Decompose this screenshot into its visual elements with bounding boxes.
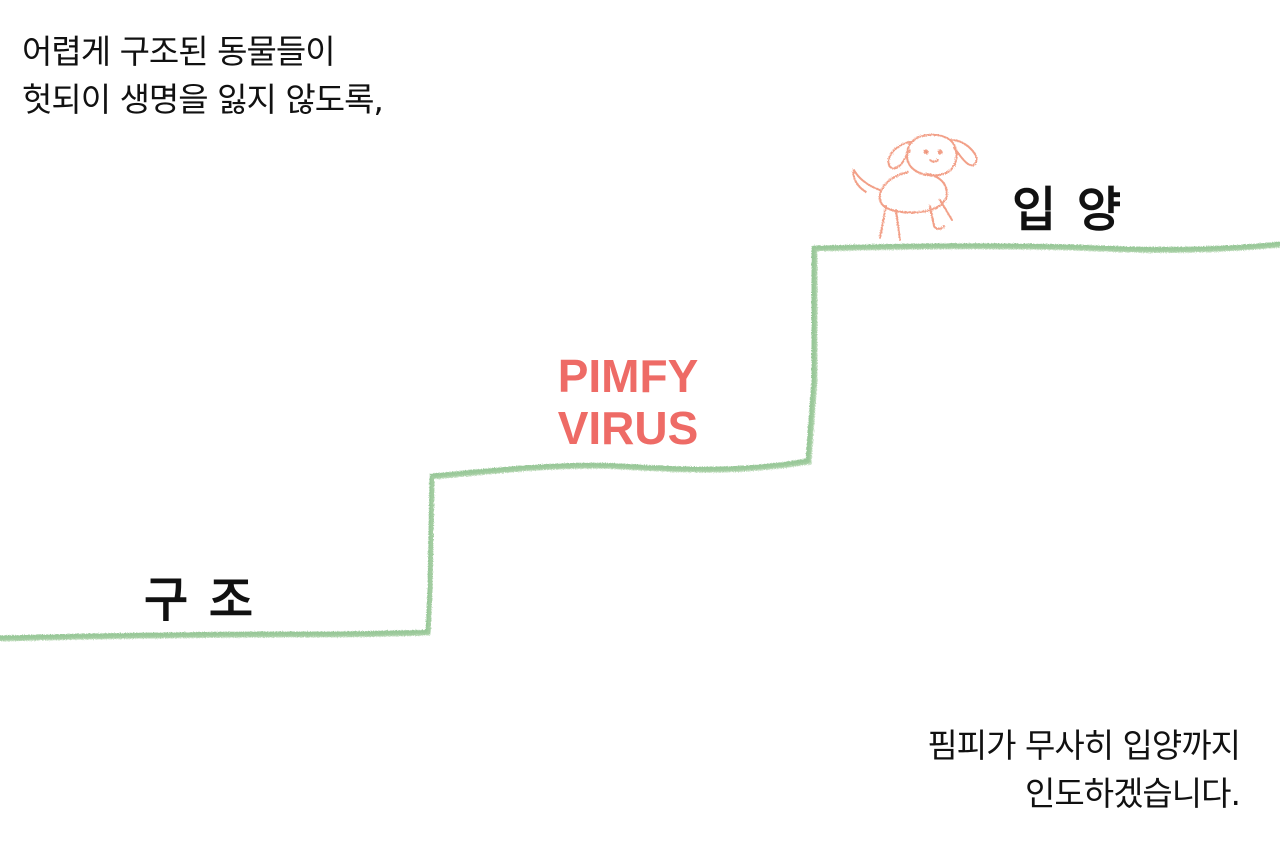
intro-text: 어렵게 구조된 동물들이 헛되이 생명을 잃지 않도록, [22, 28, 384, 124]
outro-line-2: 인도하겠습니다. [1024, 774, 1241, 813]
stairs-line [0, 241, 1280, 641]
brand-line-2: VIRUS [557, 402, 699, 454]
adopt-label: 입 양 [1012, 182, 1124, 238]
intro-line-2: 헛되이 생명을 잃지 않도록, [22, 80, 384, 119]
outro-text: 핌피가 무사히 입양까지 인도하겠습니다. [927, 722, 1241, 818]
brand-logo-text: PIMFY VIRUS [548, 350, 708, 454]
intro-line-1: 어렵게 구조된 동물들이 [22, 32, 336, 71]
dog-doodle-icon [852, 133, 978, 241]
rescue-label: 구 조 [144, 572, 256, 628]
brand-line-1: PIMFY [557, 350, 699, 402]
stairs-line-texture [0, 244, 1280, 642]
outro-line-1: 핌피가 무사히 입양까지 [927, 726, 1241, 765]
